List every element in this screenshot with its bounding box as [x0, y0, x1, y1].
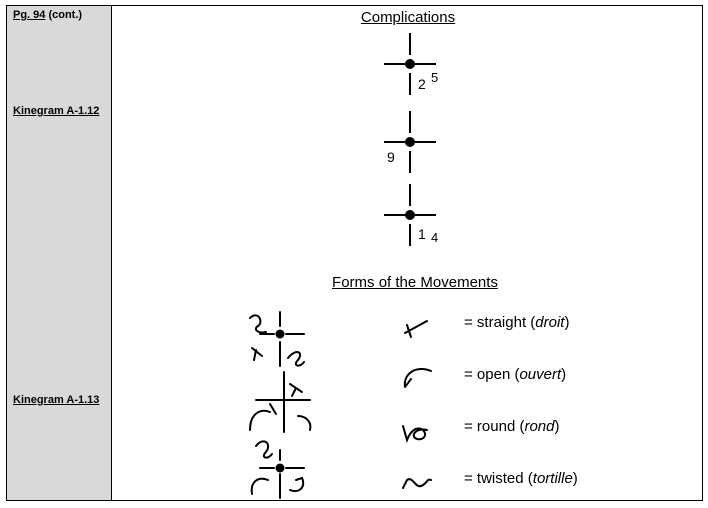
kinegram-a-1-13-text: Kinegram A-1.13: [13, 394, 100, 406]
figure-3-label-b: 4: [431, 230, 439, 245]
form-straight-text: = straight (droit): [464, 314, 570, 331]
complication-figure-2: [384, 111, 436, 173]
complication-figure-1: [384, 33, 436, 95]
kinegram-a-1-12-label: Kinegram A-1.12: [13, 105, 99, 117]
notation-table: Pg. 94 (cont.) Kinegram A-1.12 Kinegram …: [6, 5, 703, 501]
form-open-text: = open (ouvert): [464, 366, 567, 383]
content-column: Complications 2 5 9 1 4: [112, 6, 702, 500]
complication-figure-3: [384, 184, 436, 246]
kinegram-a-1-13-label: Kinegram A-1.13: [13, 394, 99, 406]
figure-2-label-a: 9: [387, 149, 395, 165]
kinegram-a-1-12-text: Kinegram A-1.12: [13, 105, 100, 117]
figure-1-label-a: 2: [418, 76, 426, 92]
page-ref-link[interactable]: Pg. 94: [13, 9, 46, 21]
twisted-symbol-icon: [402, 478, 432, 489]
straight-symbol-icon: [404, 320, 428, 338]
page-ref-suffix: (cont.): [45, 9, 83, 21]
form-twisted-text: = twisted (tortille): [464, 470, 578, 487]
figure-3-label-a: 1: [418, 226, 426, 242]
open-symbol-icon: [403, 368, 432, 388]
figure-1-label-b: 5: [431, 70, 439, 85]
form-round-text: = round (rond): [464, 418, 560, 435]
complications-title: Complications: [360, 9, 456, 26]
page-reference: Pg. 94 (cont.): [13, 9, 82, 21]
forms-title: Forms of the Movements: [332, 274, 498, 291]
kinegram-a-1-13-drawing: [249, 311, 312, 499]
round-symbol-icon: [402, 425, 428, 444]
reference-column: Pg. 94 (cont.) Kinegram A-1.12 Kinegram …: [7, 6, 112, 500]
